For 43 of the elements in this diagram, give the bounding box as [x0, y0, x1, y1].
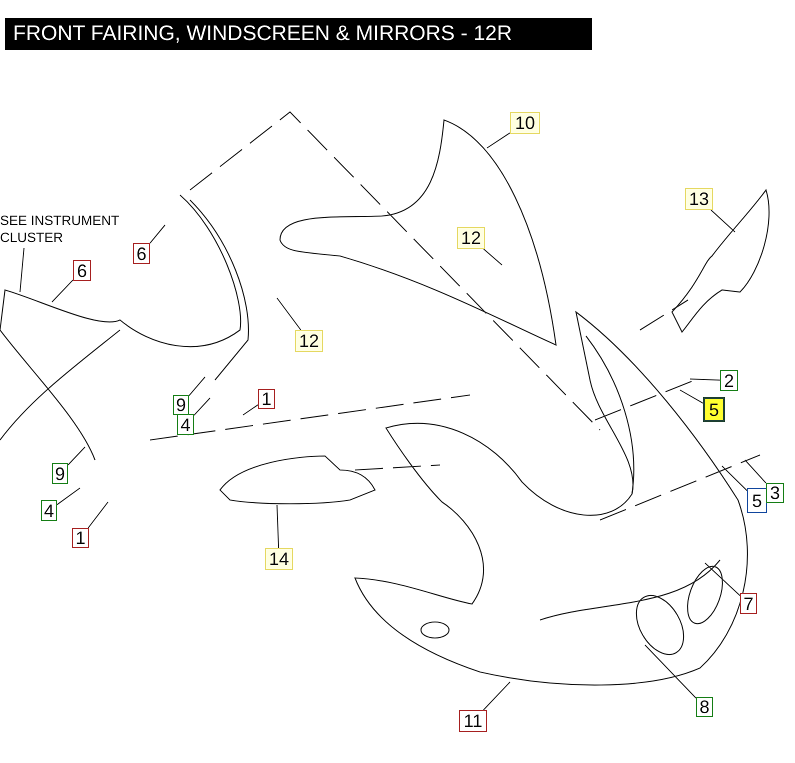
callout-number: 13: [685, 188, 713, 210]
callout-number: 4: [177, 414, 194, 435]
callout-number: 12: [457, 227, 485, 249]
callout-number: 14: [265, 548, 293, 570]
callout-number: 12: [295, 330, 323, 352]
callout-number: 4: [41, 500, 57, 521]
title-banner: FRONT FAIRING, WINDSCREEN & MIRRORS - 12R: [5, 18, 592, 50]
callout-number: 9: [173, 395, 189, 415]
leader-line: [150, 224, 166, 244]
callout-number: 6: [73, 260, 91, 281]
leader-line: [194, 398, 210, 416]
callout-number: 5: [747, 488, 767, 513]
leader-line: [644, 644, 696, 699]
callout-number: 1: [72, 528, 89, 548]
leader-line: [188, 376, 206, 396]
leader-line: [88, 502, 108, 528]
leader-line: [68, 446, 86, 466]
leader-line: [482, 682, 510, 710]
leader-line: [486, 132, 510, 148]
leader-line: [680, 390, 704, 404]
callout-number: 10: [510, 112, 540, 134]
leader-line: [52, 279, 74, 302]
callout-number: 2: [720, 370, 738, 391]
leader-line: [704, 562, 740, 596]
leader-line: [20, 248, 24, 292]
leader-line: [690, 378, 720, 381]
callout-number: 7: [740, 593, 757, 614]
leader-line: [744, 460, 766, 484]
leader-line: [722, 466, 748, 492]
callout-number: 1: [258, 389, 275, 409]
note-text: SEE INSTRUMENT CLUSTER: [0, 212, 124, 248]
leader-line: [483, 248, 502, 266]
leader-line: [56, 488, 80, 506]
callout-number: 6: [133, 243, 150, 264]
callout-number: 9: [52, 463, 68, 484]
leader-line: [276, 298, 302, 330]
callout-number: 3: [766, 483, 784, 503]
leader-line: [710, 210, 736, 232]
callout-number: 5: [703, 397, 725, 422]
leader-line: [276, 504, 280, 548]
leader-line: [242, 404, 258, 416]
callout-number: 8: [696, 697, 713, 717]
callout-number: 11: [459, 710, 487, 732]
